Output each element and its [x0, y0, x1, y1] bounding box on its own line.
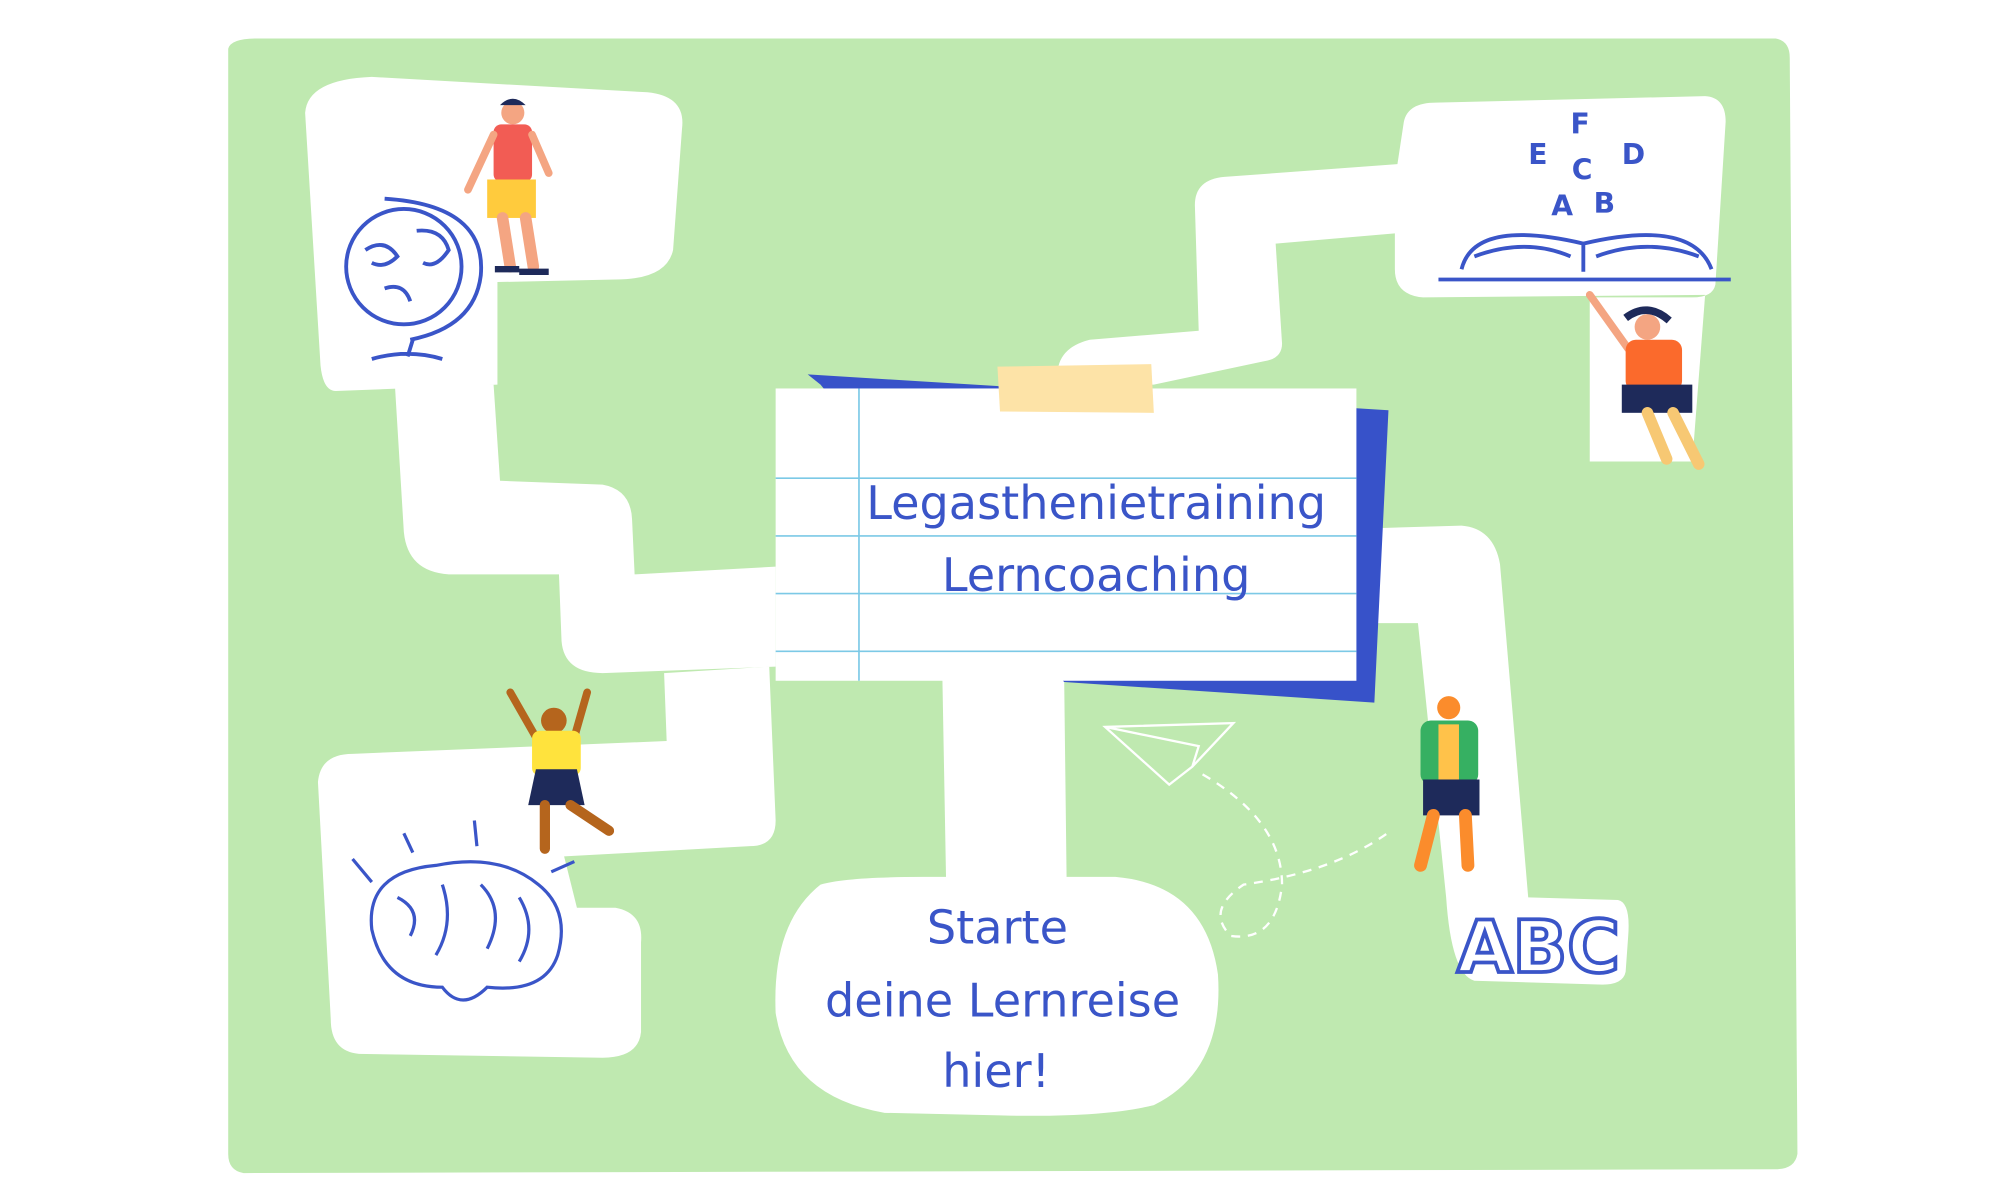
road-box-top-right: [1057, 96, 1726, 462]
note-title-line1: Legasthenietraining: [866, 476, 1326, 530]
letter: B: [1594, 187, 1616, 220]
abc-lettering: ABC: [1457, 905, 1620, 989]
tape: [997, 364, 1154, 413]
globe-icon: [344, 196, 484, 361]
book-letters: F E C D A B: [1528, 107, 1645, 222]
open-book-icon: [1438, 233, 1731, 282]
letter: E: [1528, 138, 1547, 171]
brain-icon: [351, 820, 576, 1002]
road-box-bottom-left: [317, 666, 776, 1058]
bubble-line1: Starte: [927, 901, 1068, 955]
letter: D: [1622, 138, 1645, 171]
person-cheering-girl-icon: [506, 688, 615, 854]
letter: A: [1551, 189, 1573, 222]
person-green-jacket-icon: [1414, 696, 1480, 872]
person-red-shirt-icon: [464, 98, 553, 275]
start-bubble: [775, 876, 1219, 1116]
note-rules: [775, 388, 1357, 681]
road-right: [1374, 525, 1629, 985]
paper-plane-icon: [1102, 721, 1388, 938]
note-card: Legasthenietraining Lerncoaching: [775, 364, 1389, 703]
person-girl-icon: [1585, 291, 1705, 470]
bubble-line2: deine Lernreise: [825, 974, 1180, 1028]
letter: F: [1571, 107, 1590, 140]
start-button[interactable]: Starte deine Lernreise hier!: [825, 901, 1180, 1099]
road-stem: [942, 673, 1067, 885]
road-box-top-left: [305, 76, 683, 392]
road-top-left: [394, 384, 776, 674]
roads: [305, 76, 1726, 1116]
note-title-line2: Lerncoaching: [942, 548, 1251, 602]
bubble-line3: hier!: [942, 1044, 1050, 1098]
letter: C: [1572, 153, 1593, 186]
note-paper: [775, 388, 1357, 681]
